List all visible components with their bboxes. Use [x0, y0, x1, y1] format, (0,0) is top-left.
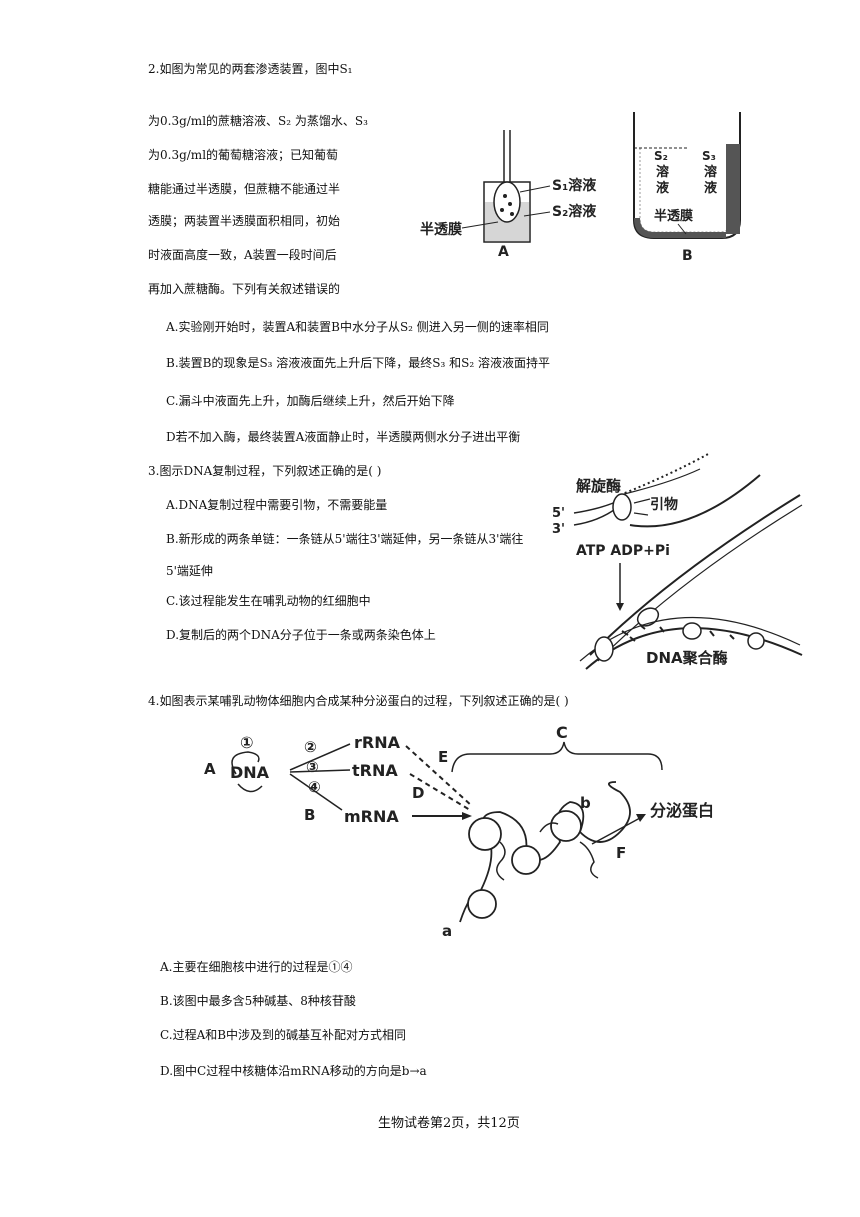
primer-label: 引物 — [650, 496, 678, 513]
fig-b-left-s: S₂ — [654, 149, 668, 163]
dna-polymerase-label: DNA聚合酶 — [646, 649, 728, 667]
q3-option-d: D.复制后的两个DNA分子位于一条或两条染色体上 — [166, 628, 436, 642]
fig-a-tag: A — [498, 244, 509, 260]
five-prime-label: 5' — [552, 506, 565, 521]
fig-b-right-1: 溶 — [704, 164, 717, 180]
secretory-protein-label: 分泌蛋白 — [650, 801, 714, 820]
fig-b-tag: B — [682, 248, 693, 264]
q3-title: 3.图示DNA复制过程，下列叙述正确的是( ) — [148, 464, 382, 478]
label-F: F — [616, 844, 626, 862]
rrna-label: rRNA — [354, 733, 401, 752]
label-E: E — [438, 748, 448, 766]
q2-option-a: A.实验刚开始时，装置A和装置B中水分子从S₂ 侧进入另一侧的速率相同 — [166, 320, 549, 334]
fig-b-membrane-label: 半透膜 — [654, 208, 693, 224]
fig-a-s2-label: S₂溶液 — [552, 203, 597, 220]
label-b: b — [580, 794, 591, 812]
label-a: a — [442, 922, 452, 940]
dna-replication-figure: 解旋酶 引物 5' 3' ATP ADP+Pi DNA聚合酶 — [552, 452, 803, 670]
q2-option-c: C.漏斗中液面先上升，加酶后继续上升，然后开始下降 — [166, 394, 455, 408]
q4-option-b: B.该图中最多含5种碱基、8种核苷酸 — [160, 994, 356, 1008]
q2-line-5: 时液面高度一致，A装置一段时间后 — [148, 248, 337, 262]
num-1: ① — [240, 733, 254, 752]
label-A: A — [204, 760, 216, 778]
q4-option-a: A.主要在细胞核中进行的过程是①④ — [160, 960, 353, 974]
q2-line-1: 为0.3g/ml的蔗糖溶液、S₂ 为蒸馏水、S₃ — [148, 114, 368, 128]
fig-a-membrane-label: 半透膜 — [420, 221, 462, 238]
q3-option-c: C.该过程能发生在哺乳动物的红细胞中 — [166, 594, 371, 608]
trna-label: tRNA — [352, 761, 398, 780]
q2-title: 2.如图为常见的两套渗透装置，图中S₁ — [148, 62, 353, 76]
mrna-label: mRNA — [344, 807, 399, 826]
q4-option-d: D.图中C过程中核糖体沿mRNA移动的方向是b→a — [160, 1064, 427, 1078]
atp-label: ATP ADP+Pi — [576, 543, 670, 559]
osmosis-figure-a: S₁溶液 S₂溶液 半透膜 A — [420, 130, 597, 260]
osmosis-figure-b: S₂ 溶 液 S₃ 溶 液 半透膜 B — [633, 112, 741, 264]
fig-b-right-2: 液 — [704, 180, 717, 196]
q3-option-b-cont: 5'端延伸 — [166, 564, 213, 578]
fig-b-right-s: S₃ — [702, 149, 716, 163]
fig-b-left-2: 液 — [656, 180, 669, 196]
q4-title: 4.如图表示某哺乳动物体细胞内合成某种分泌蛋白的过程，下列叙述正确的是( ) — [148, 694, 569, 708]
q2-line-6: 再加入蔗糖酶。下列有关叙述错误的 — [148, 282, 341, 296]
q2-option-b: B.装置B的现象是S₃ 溶液液面先上升后下降，最终S₃ 和S₂ 溶液液面持平 — [166, 356, 550, 370]
three-prime-label: 3' — [552, 522, 565, 537]
q3-option-a: A.DNA复制过程中需要引物，不需要能量 — [166, 498, 388, 512]
q2-option-d: D若不加入酶，最终装置A液面静止时，半透膜两侧水分子进出平衡 — [166, 430, 521, 444]
helicase-label: 解旋酶 — [576, 477, 621, 495]
num-2: ② — [304, 738, 317, 756]
fig-a-s1-label: S₁溶液 — [552, 177, 597, 194]
label-C: C — [556, 723, 568, 742]
q2-line-2: 为0.3g/ml的葡萄糖溶液；已知葡萄 — [148, 148, 339, 162]
page-footer: 生物试卷第2页，共12页 — [378, 1116, 520, 1131]
dna-label: DNA — [230, 763, 270, 782]
q2-line-3: 糖能通过半透膜，但蔗糖不能通过半 — [148, 182, 341, 196]
q3-option-b: B.新形成的两条单链：一条链从5'端往3'端延伸，另一条链从3'端往 — [166, 532, 524, 546]
label-B: B — [304, 806, 315, 824]
protein-synthesis-figure: ① ② ③ ④ A DNA rRNA tRNA B mRNA E D C a b… — [204, 723, 714, 940]
q4-option-c: C.过程A和B中涉及到的碱基互补配对方式相同 — [160, 1028, 407, 1042]
num-4: ④ — [308, 778, 321, 796]
q2-line-4: 透膜；两装置半透膜面积相同，初始 — [148, 214, 341, 228]
fig-b-left-1: 溶 — [656, 164, 669, 180]
label-D: D — [412, 784, 424, 802]
